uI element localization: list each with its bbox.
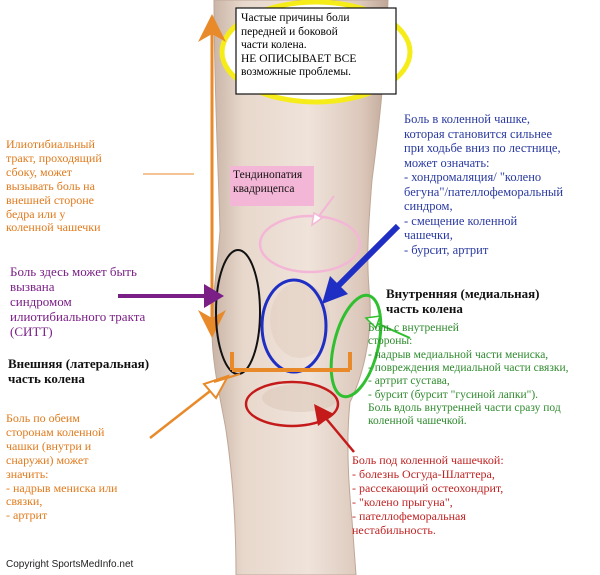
- below-kneecap-pain-label: Боль под коленной чашечкой: - болезнь Ос…: [352, 454, 552, 537]
- note-line: НЕ ОПИСЫВАЕТ ВСЕ: [241, 53, 391, 67]
- itbs-label: Боль здесь может быть вызвана синдромом …: [10, 264, 170, 339]
- disclaimer-note: Частые причины боли передней и боковой ч…: [241, 12, 391, 80]
- note-line: передней и боковой: [241, 26, 391, 40]
- kneecap-pain-label: Боль в коленной чашке, которая становитс…: [404, 112, 600, 257]
- itb-label: Илиотибиальный тракт, проходящий сбоку, …: [6, 138, 146, 235]
- note-line: Частые причины боли: [241, 12, 391, 26]
- medial-side-label: Внутренняя (медиальная) часть колена: [386, 286, 586, 316]
- note-line: возможные проблемы.: [241, 66, 391, 80]
- kneecap-shading: [270, 282, 330, 358]
- quad-tendinopathy-label: Тендинопатия квадрицепса: [233, 169, 313, 197]
- lateral-side-label: Внешняя (латеральная) часть колена: [8, 356, 208, 386]
- copyright-text: Copyright SportsMedInfo.net: [6, 559, 133, 570]
- note-line: части колена.: [241, 39, 391, 53]
- inner-side-pain-label: Боль с внутренней стороны: - надрыв меди…: [368, 322, 600, 429]
- both-sides-pain-label: Боль по обеим сторонам коленной чашки (в…: [6, 412, 166, 523]
